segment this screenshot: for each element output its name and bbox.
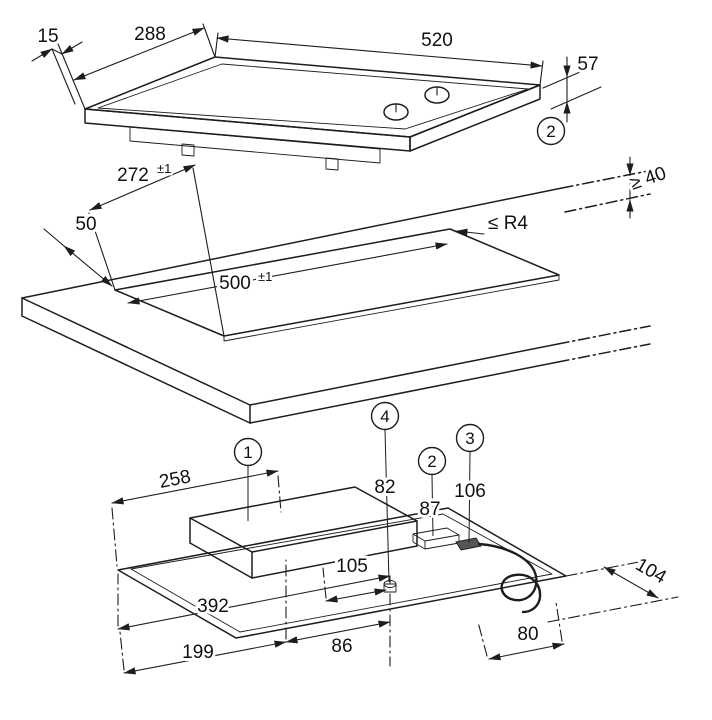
dim-104-label: 104: [632, 554, 670, 588]
dimension-line-392: [117, 574, 391, 631]
dimension-line-288: [73, 27, 205, 81]
dim-500-label: 500: [219, 273, 251, 294]
worktop-left-end-edge: [21, 297, 251, 406]
callout-3-leader: [468, 451, 471, 544]
dim-288-label: 288: [134, 24, 166, 45]
terminal-box-top: [412, 527, 460, 542]
extension-line: [547, 596, 679, 623]
body-right-band: [409, 84, 541, 152]
dimension-line-80: [488, 642, 565, 661]
callout-2-number: 2: [427, 452, 436, 471]
mains-cable: [477, 542, 542, 614]
dimension-line-86: [285, 620, 391, 644]
dim-105-label: 105: [336, 556, 368, 577]
extension-line: [57, 43, 86, 110]
cutout-opening: [114, 228, 560, 337]
thickness-note-label: ≥ 40: [627, 163, 669, 195]
worktop-cutout-view: 500 ±1 272 ±1 50 ≤ R4 ≥ 40: [21, 156, 672, 424]
dim-272-tolerance: ±1: [157, 161, 171, 176]
extension-line: [550, 86, 602, 110]
callout-3-circle: [455, 423, 485, 453]
dim-15-label: 15: [37, 26, 58, 47]
dimension-line-50: [63, 245, 113, 287]
worktop-rear-edge-continuation: [561, 170, 649, 189]
housing-box-bottom-edge: [251, 545, 418, 579]
glass-top-surface: [84, 56, 541, 138]
callout-2-number: 2: [546, 122, 555, 141]
worktop-underside-line: [564, 193, 651, 213]
extension-line: [202, 23, 216, 58]
dim-82-label: 82: [374, 477, 395, 498]
callout-4-leader: [384, 429, 390, 583]
worktop-front-edge-continuation: [557, 325, 651, 345]
extension-line: [555, 601, 563, 642]
extension-line: [111, 507, 118, 567]
extension-line: [539, 60, 544, 86]
extension-line: [322, 567, 327, 599]
dimension-line-199: [123, 640, 287, 675]
cooktop-top-view: 520 288 15 57 2: [31, 21, 602, 171]
cooktop-underside-view: 1 4 2 3 82 87 106 258 392 199 86 1: [111, 401, 679, 675]
callout-2-leader: [431, 474, 434, 537]
dim-86-label: 86: [331, 636, 352, 657]
foot-right: [325, 157, 339, 171]
callout-1-number: 1: [243, 443, 252, 462]
dimension-line-272: [89, 164, 196, 211]
fixing-bolt-body: [383, 583, 397, 593]
dimension-line-520: [216, 35, 543, 69]
radius-note-label: ≤ R4: [488, 213, 528, 234]
callout-3-number: 3: [465, 429, 474, 448]
dimension-line-105: [325, 588, 387, 603]
extension-line: [43, 228, 65, 247]
extension-line: [51, 48, 76, 105]
dim-392-label: 392: [197, 596, 229, 617]
foot-left: [181, 143, 195, 157]
dim-272-label: 272: [117, 165, 149, 186]
dim-57-label: 57: [577, 54, 598, 75]
dim-80-label: 80: [517, 624, 538, 645]
dim-106-label: 106: [454, 481, 486, 502]
dimension-line-500: [127, 242, 448, 305]
dim-87-label: 87: [419, 499, 440, 520]
dimension-line-104: [603, 566, 659, 599]
worktop-front-bottom-continuation: [557, 343, 651, 363]
dimension-line-15: [51, 48, 63, 55]
dimension-line-258: [111, 469, 279, 505]
extension-line: [477, 621, 488, 657]
dim-500-tolerance: ±1: [258, 269, 272, 284]
control-knob-left: [383, 103, 409, 121]
extension-line: [214, 32, 219, 58]
dim-520-label: 520: [421, 30, 453, 51]
dim-15-arrow-left: [31, 48, 53, 62]
glass-inner-edge: [97, 63, 529, 130]
terminal-box-bottom: [412, 541, 426, 550]
extension-line: [565, 560, 645, 577]
extension-line: [119, 631, 125, 671]
callout-4-circle: [370, 401, 400, 431]
dim-199-label: 199: [182, 642, 214, 663]
extension-line: [277, 475, 282, 513]
callout-1-circle: [233, 437, 263, 467]
dim-50-label: 50: [75, 214, 96, 235]
cable-connector: [455, 537, 482, 551]
housing-box-bottom-edge: [189, 542, 253, 579]
extension-line: [192, 167, 225, 337]
body-front-band: [84, 108, 411, 152]
worktop-front-edge: [249, 343, 559, 406]
terminal-box-bottom: [424, 542, 460, 550]
worktop-front-bottom-edge: [249, 361, 559, 424]
base-pan: [129, 126, 381, 164]
radius-leader: [455, 228, 485, 236]
callout-2-circle: [417, 446, 447, 476]
callout-2-circle: [536, 116, 566, 146]
control-knob-right: [424, 86, 450, 104]
callout-4-number: 4: [380, 407, 389, 426]
dim-15-arrow-right: [61, 41, 83, 55]
worktop-left-end-bottom: [21, 315, 251, 424]
